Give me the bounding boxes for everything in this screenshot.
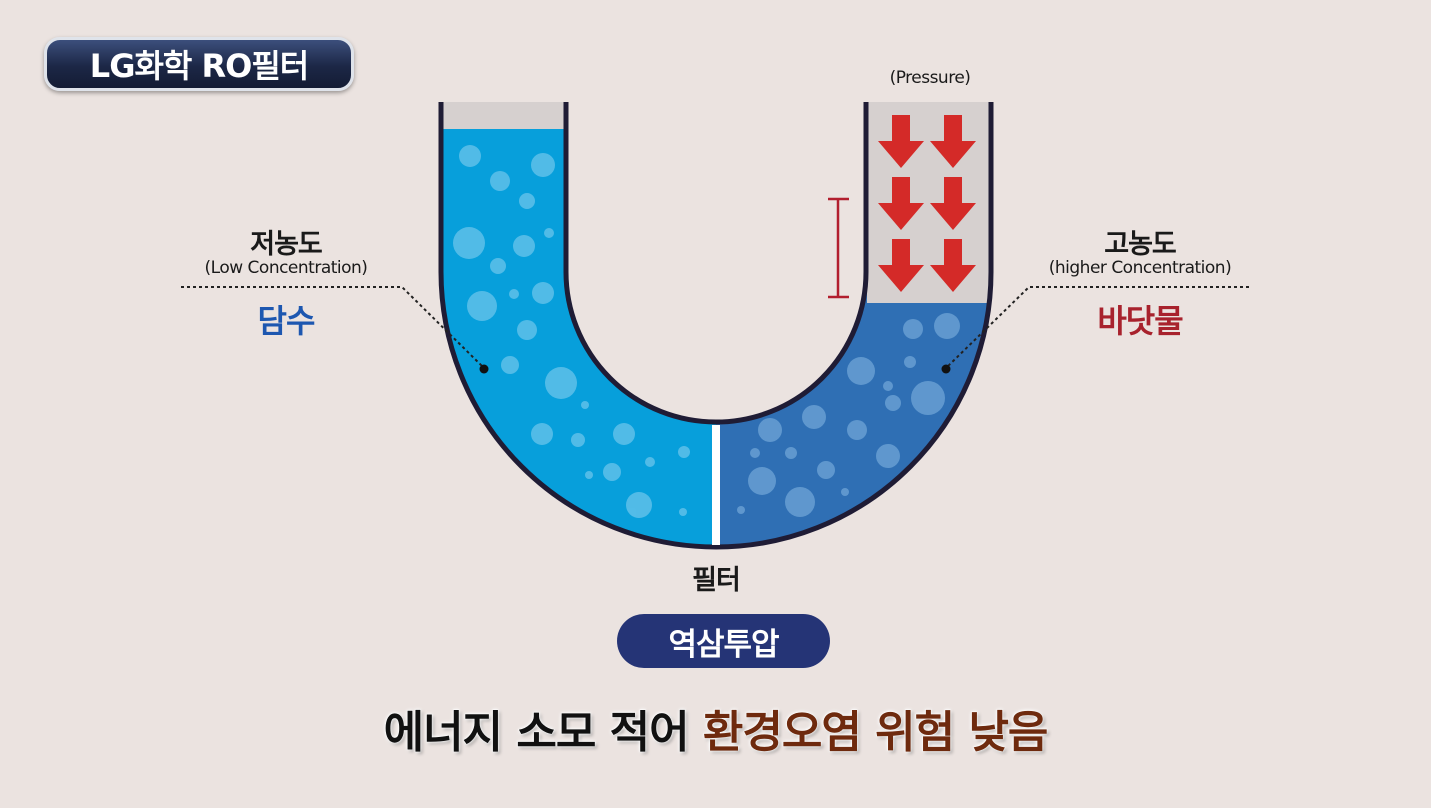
u-tube-outline: [438, 102, 994, 550]
right-pointer-dot: [941, 364, 951, 374]
sea-water-label: 바닷물: [1097, 302, 1183, 340]
caption-part2: 환경오염 위험 낮음: [702, 707, 1048, 759]
caption-part1: 에너지 소모 적어: [383, 707, 690, 759]
fresh-water-bubbles: [453, 145, 690, 518]
fresh-water-side: [441, 102, 716, 547]
pressure-label: (Pressure): [889, 68, 971, 88]
pressure-down-arrow-icon: [878, 177, 924, 230]
fresh-water-label: 담수: [257, 302, 316, 340]
left-concentration-subtitle: (Low Concentration): [204, 258, 368, 278]
title-badge-text: LG화학 RO필터: [89, 47, 309, 85]
left-air-gap: [443, 102, 565, 129]
filter-membrane: [712, 425, 720, 545]
right-concentration-subtitle: (higher Concentration): [1048, 258, 1232, 278]
title-badge: LG화학 RO필터: [44, 37, 354, 91]
caption: 에너지 소모 적어 환경오염 위험 낮음: [0, 696, 1431, 760]
pressure-down-arrow-icon: [930, 177, 976, 230]
pressure-down-arrow-icon: [878, 115, 924, 168]
pressure-down-arrow-icon: [930, 239, 976, 292]
right-concentration-title: 고농도: [1104, 229, 1177, 260]
left-concentration-title: 저농도: [250, 229, 323, 260]
reverse-osmosis-label: 역삼투압: [668, 626, 779, 663]
left-pointer-dot: [479, 364, 489, 374]
leader-lines: [181, 286, 1249, 369]
pressure-down-arrow-icon: [878, 239, 924, 292]
pressure-arrows: [878, 115, 976, 292]
height-bracket-icon: [828, 197, 849, 299]
reverse-osmosis-pill: 역삼투압: [617, 614, 830, 668]
pressure-down-arrow-icon: [930, 115, 976, 168]
filter-label: 필터: [692, 565, 741, 596]
sea-water-bubbles: [737, 313, 960, 517]
